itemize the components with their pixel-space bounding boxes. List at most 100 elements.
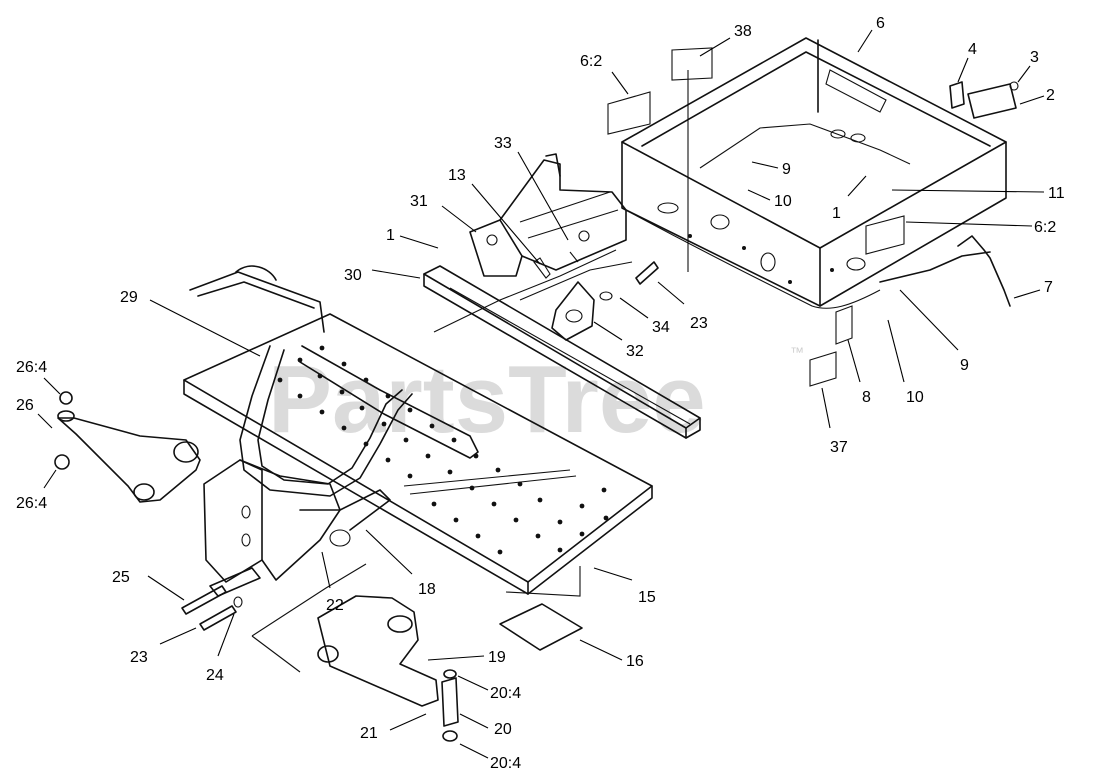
leader-c-7 [1013, 289, 1041, 299]
callout-1-right[interactable]: 1 [832, 205, 841, 222]
leader-c-22 [321, 551, 331, 589]
leader-c-33 [517, 151, 569, 241]
callout-1-left[interactable]: 1 [386, 227, 395, 244]
leader-c-9-bottom [899, 289, 959, 351]
leader-c-9-top [751, 161, 779, 169]
leader-c-23-top [657, 281, 685, 305]
callout-6[interactable]: 6 [876, 15, 885, 32]
callout-2[interactable]: 2 [1046, 87, 1055, 104]
leader-c-19 [427, 655, 485, 661]
callout-9-top[interactable]: 9 [782, 161, 791, 178]
callout-19[interactable]: 19 [488, 649, 506, 666]
grab-bar [189, 265, 479, 497]
leader-c-4 [957, 57, 969, 83]
callout-20-4-top[interactable]: 20:4 [490, 685, 521, 702]
floor-pan-holes [277, 345, 609, 555]
wire-harness [879, 235, 1011, 307]
leader-c-18 [365, 529, 413, 575]
leader-c-13 [471, 183, 541, 265]
callout-10-bottom[interactable]: 10 [906, 389, 924, 406]
callout-33[interactable]: 33 [494, 135, 512, 152]
leader-c-15 [593, 567, 633, 581]
seat-mount-bracket [469, 153, 627, 279]
callout-11[interactable]: 11 [1048, 185, 1065, 202]
leader-c-20-4-bottom [459, 743, 489, 759]
callout-26-4-top[interactable]: 26:4 [16, 359, 47, 376]
leader-c-10-top [747, 189, 771, 201]
callout-7[interactable]: 7 [1044, 279, 1053, 296]
callout-34[interactable]: 34 [652, 319, 670, 336]
leader-c-29 [149, 299, 261, 357]
leader-c-26 [37, 413, 53, 429]
callout-30[interactable]: 30 [344, 267, 362, 284]
callout-23-top[interactable]: 23 [690, 315, 708, 332]
decal-labels [607, 47, 905, 387]
callout-6-2-right[interactable]: 6:2 [1034, 219, 1056, 236]
callout-20-4-bottom[interactable]: 20:4 [490, 755, 521, 772]
bracket-assembly-right [949, 81, 1019, 119]
leader-c-6 [857, 29, 873, 53]
leader-c-2 [1019, 95, 1045, 105]
seat-support-box [621, 37, 1007, 309]
decal-8 [835, 305, 853, 345]
leader-c-26-4-top [43, 377, 61, 395]
frame-rail [423, 265, 701, 439]
leader-c-11 [891, 189, 1045, 193]
leader-c-8 [847, 339, 861, 383]
caster-arm-left [54, 391, 201, 503]
callout-9-bottom[interactable]: 9 [960, 357, 969, 374]
callout-37[interactable]: 37 [830, 439, 848, 456]
hitch-hardware [551, 261, 659, 341]
leader-c-31 [441, 205, 477, 233]
callout-10-top[interactable]: 10 [774, 193, 792, 210]
callout-21[interactable]: 21 [360, 725, 378, 742]
leader-c-26-4-bottom [43, 469, 57, 489]
leader-c-6-2-right [905, 221, 1033, 227]
decal-37 [809, 351, 837, 387]
cover-plate [499, 603, 583, 651]
decal-6-2-right [865, 215, 905, 255]
caster-arm-right [317, 595, 459, 742]
leader-c-32 [593, 321, 623, 341]
callout-4[interactable]: 4 [968, 41, 977, 58]
leader-c-34 [619, 297, 649, 319]
callout-38[interactable]: 38 [734, 23, 752, 40]
assembly-guide-lines [251, 70, 689, 673]
callout-15[interactable]: 15 [638, 589, 656, 606]
callout-31[interactable]: 31 [410, 193, 428, 210]
callout-13[interactable]: 13 [448, 167, 466, 184]
front-frame-bracket [203, 459, 391, 597]
callout-29[interactable]: 29 [120, 289, 138, 306]
callout-26[interactable]: 26 [16, 397, 34, 414]
watermark-brand: PartsTree [268, 346, 706, 453]
decal-6-2-top [607, 91, 651, 135]
callout-18[interactable]: 18 [418, 581, 436, 598]
leader-c-20-4-top [457, 675, 489, 691]
leader-c-30 [371, 269, 421, 279]
leader-c-21 [389, 713, 427, 731]
callout-24[interactable]: 24 [206, 667, 224, 684]
callout-20[interactable]: 20 [494, 721, 512, 738]
leader-c-38 [699, 37, 731, 57]
callout-26-4-bottom[interactable]: 26:4 [16, 495, 47, 512]
leader-lines [37, 29, 1045, 759]
watermark-trademark: ™ [790, 344, 804, 360]
callout-6-2-top[interactable]: 6:2 [580, 53, 602, 70]
watermark: PartsTree ™ [268, 344, 804, 453]
leader-c-1-left [399, 235, 439, 249]
decal-38 [671, 47, 713, 81]
leader-c-23-bottom [159, 627, 197, 645]
callout-25[interactable]: 25 [112, 569, 130, 586]
callout-8[interactable]: 8 [862, 389, 871, 406]
callout-16[interactable]: 16 [626, 653, 644, 670]
floor-pan [183, 313, 653, 595]
callout-3[interactable]: 3 [1030, 49, 1039, 66]
callout-22[interactable]: 22 [326, 597, 344, 614]
leader-c-37 [821, 387, 831, 429]
callout-32[interactable]: 32 [626, 343, 644, 360]
leader-c-20 [459, 713, 489, 729]
leader-c-1-right [847, 175, 867, 197]
callout-23-bottom[interactable]: 23 [130, 649, 148, 666]
